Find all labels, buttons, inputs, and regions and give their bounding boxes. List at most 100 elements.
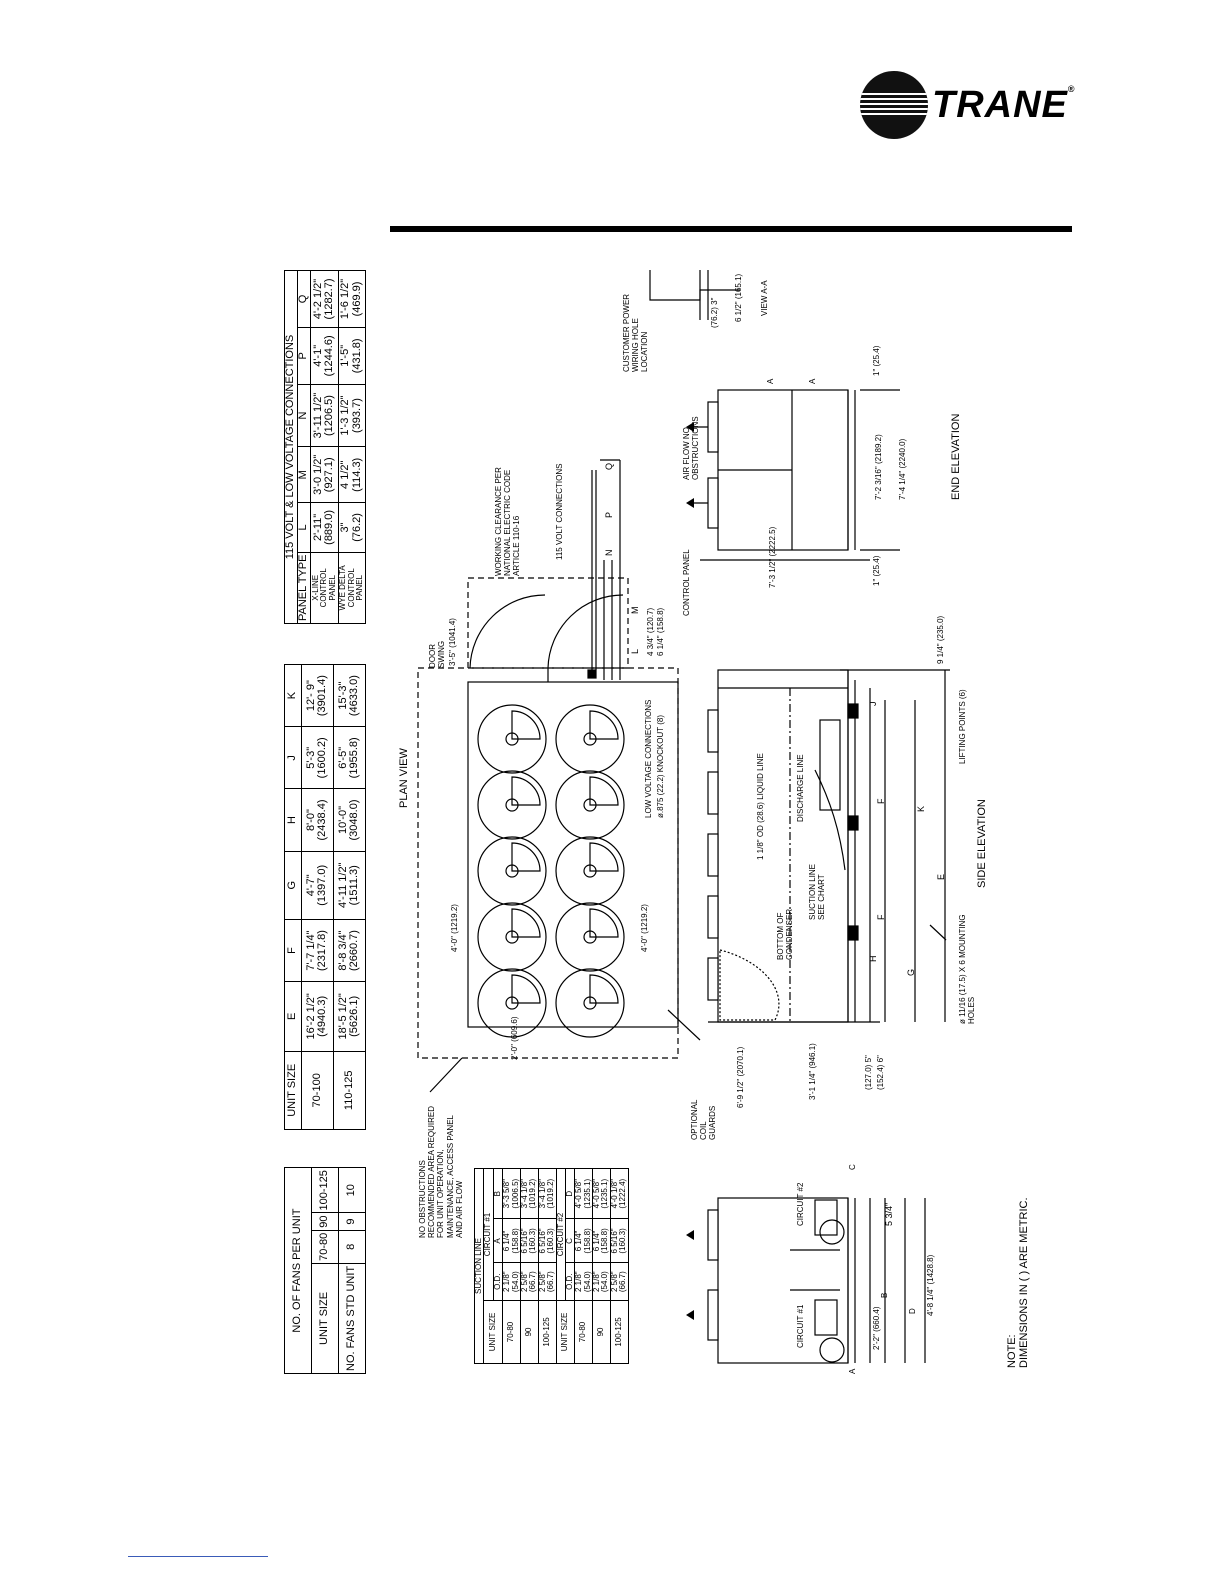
voltage-cell: 1'-5"(431.8) — [338, 327, 366, 385]
fans-row2-label: NO. FANS STD UNIT — [338, 1263, 366, 1374]
dim-1-right: 1" (25.4) — [872, 345, 881, 376]
discharge-line: DISCHARGE LINE — [796, 754, 805, 822]
letter-p: P — [604, 511, 614, 518]
letter-f-2: F — [876, 798, 886, 805]
letter-e: E — [936, 873, 946, 880]
voltage-cell: 4'-1"(1244.6) — [310, 327, 339, 385]
clearance-area — [417, 667, 679, 1059]
voltage-cell: 3"(76.2) — [338, 502, 366, 553]
door-swing-arc-2 — [547, 594, 624, 669]
letter-f: F — [876, 914, 886, 921]
dims-cell: 5'-3"(1600.2) — [301, 726, 334, 789]
side-unit-outline — [717, 669, 849, 1023]
letter-d: D — [908, 1308, 917, 1314]
fans-size: 70-80 — [311, 1230, 339, 1264]
view-aa-title: VIEW A-A — [760, 280, 769, 316]
dims-cell: 12'- 9"(3901.4) — [301, 664, 334, 727]
dims-cell: 10'-0"(3048.0) — [333, 788, 366, 852]
trane-globe-icon — [860, 71, 928, 139]
suction-title: SUCTION LINE — [474, 1168, 484, 1364]
note-text: DIMENSIONS IN ( ) ARE METRIC. — [1018, 1197, 1030, 1368]
voltage-col-header: N — [297, 384, 311, 447]
fans-count: 9 — [338, 1212, 366, 1231]
voltage-cell: 1'-6 1/2"(469.9) — [338, 270, 366, 328]
voltage-col-header: L — [297, 502, 311, 553]
fans-per-unit-table: NO. OF FANS PER UNIT UNIT SIZE 70-80 90 … — [284, 1167, 366, 1374]
dims-cell: 16'-2 1/2"(4940.3) — [301, 981, 334, 1052]
low-voltage-label: LOW VOLTAGE CONNECTIONS — [644, 699, 653, 818]
dim-2ft: 2'-0" (609.6) — [510, 1016, 519, 1061]
dims-col-header: J — [284, 726, 302, 789]
voltage-cell: 1'-3 1/2"(393.7) — [338, 384, 366, 447]
letter-h: H — [868, 955, 878, 963]
voltage-header-label: PANEL TYPE — [297, 552, 311, 624]
dims-col-header: G — [284, 851, 302, 920]
dim-3-1: 3'-1 1/4" (946.1) — [808, 1043, 817, 1100]
dims-col-header: K — [284, 664, 302, 727]
fans-count: 8 — [338, 1230, 366, 1264]
dims-row: 110-125 18'-5 1/2"(5626.1) 8'-8 3/4"(266… — [333, 664, 366, 1130]
circuit2-label: CIRCUIT #2 — [796, 1182, 805, 1226]
letter-g: G — [906, 968, 916, 976]
letter-m: M — [630, 606, 640, 615]
dims-cell: 7'-7 1/4"(2317.8) — [301, 919, 334, 982]
dims-cell: 15'-3"(4633.0) — [333, 664, 366, 727]
fans-count: 10 — [338, 1167, 366, 1213]
dim-9-1-4: 9 1/4" (235.0) — [936, 615, 945, 664]
dims-row-size: 110-125 — [333, 1051, 366, 1130]
dims-row: 70-100 16'-2 1/2"(4940.3) 7'-7 1/4"(2317… — [301, 664, 334, 1130]
liquid-line: 1 1/8" OD (28.6) LIQUID LINE — [756, 753, 765, 860]
no-obstructions-note: NO OBSTRUCTIONS RECOMMENDED AREA REQUIRE… — [418, 1105, 464, 1238]
letter-c: C — [848, 1164, 857, 1170]
suction-circuit1: CIRCUIT #1 — [483, 1168, 494, 1301]
unit-dimensions-table: UNIT SIZE E F G H J K 70-100 16'-2 1/2"(… — [284, 664, 366, 1130]
plan-unit-outline — [467, 681, 679, 1028]
dim-7-2: 7'-2 3/16" (2189.2) — [874, 434, 883, 500]
section-a-bottom: A — [808, 378, 817, 384]
letter-l: L — [630, 648, 640, 654]
plan-view-title: PLAN VIEW — [398, 748, 410, 808]
voltage-cell: 3'-0 1/2"(927.1) — [310, 446, 339, 503]
plan-fans — [477, 704, 625, 1038]
dim-6-5: 6 1/2" (165.1) — [734, 273, 743, 322]
letter-a: A — [848, 1368, 857, 1374]
dim-6-9: 6'-9 1/2" (2070.1) — [736, 1046, 745, 1108]
header-rule — [390, 226, 1072, 232]
section-a-top: A — [766, 378, 775, 384]
fans-row1-label: UNIT SIZE — [311, 1263, 339, 1374]
dims-cell: 8'-0"(2438.4) — [301, 788, 334, 852]
voltage-col-header: P — [297, 327, 311, 385]
suction-circuit2: CIRCUIT #2 — [556, 1168, 566, 1301]
fans-size: 90 — [311, 1212, 339, 1231]
voltage-cell: 2'-11"(889.0) — [310, 502, 339, 553]
voltage-row-type: WYE DELTA CONTROL PANEL — [338, 552, 366, 624]
dim-7-3: 7'-3 1/2" (2222.5) — [768, 526, 777, 588]
brand-name: TRANE® — [932, 84, 1076, 126]
dim-6: (152.4) 6" — [876, 1055, 885, 1090]
letter-n: N — [604, 549, 614, 557]
dims-cell: 4'-7"(1397.0) — [301, 851, 334, 920]
mounting-holes: ø 11/16 (17.5) X 6 MOUNTING HOLES — [958, 914, 976, 1024]
voltage-table-title: 115 VOLT & LOW VOLTAGE CONNECTIONS — [284, 270, 298, 624]
suction-unit-size: UNIT SIZE — [556, 1300, 575, 1364]
dim-4-3-4: 4 3/4" (120.7) — [646, 607, 655, 656]
dim-2-2: 2'-2" (660.4) — [872, 1306, 881, 1351]
control-panel-label: CONTROL PANEL — [682, 549, 691, 616]
customer-power-note: CUSTOMER POWER WIRING HOLE LOCATION — [622, 293, 649, 372]
voltage-cell: 4 1/2"(114.3) — [338, 446, 366, 503]
dims-cell: 18'-5 1/2"(5626.1) — [333, 981, 366, 1052]
voltage-col-header: Q — [297, 270, 311, 328]
air-flow-note: AIR FLOW NO OBSTRUCTIONS — [682, 416, 700, 480]
voltage-row: X-LINE CONTROL PANEL 2'-11"(889.0) 3'-0 … — [310, 270, 339, 624]
voltage-cell: 4'-2 1/2"(1282.7) — [310, 270, 339, 328]
letter-k: K — [916, 805, 926, 812]
suction-line-chart: SUCTION LINE SEE CHART — [808, 863, 826, 920]
